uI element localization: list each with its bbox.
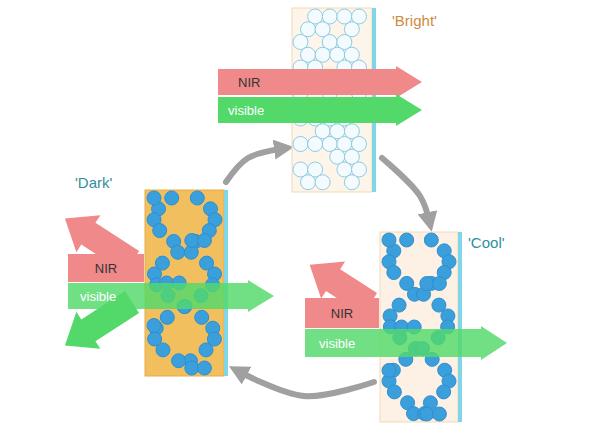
nanocrystal: [293, 137, 308, 152]
nanocrystal: [315, 175, 330, 190]
film-panel: 'Cool': [380, 232, 462, 422]
light-arrow: NIR: [305, 298, 379, 328]
nanocrystal: [153, 224, 167, 238]
light-arrow: NIR: [68, 254, 144, 282]
node-shape: [380, 232, 462, 422]
nanocrystal: [156, 343, 170, 357]
nanocrystal: [147, 191, 161, 205]
band-label: NIR: [95, 261, 117, 276]
nanocrystal: [382, 233, 396, 247]
state-label: 'Dark': [75, 174, 112, 191]
light-arrow: visible: [68, 280, 274, 312]
nanocrystal: [432, 407, 446, 421]
nanocrystal: [437, 385, 451, 399]
arrow-shape: [218, 94, 422, 126]
nanocrystal: [432, 277, 446, 291]
nanocrystal: [190, 191, 204, 205]
arrow-shape: [218, 66, 422, 98]
state-label: 'Bright': [392, 12, 437, 29]
arrow-shape: [305, 298, 379, 328]
cycle-arrow: [226, 148, 286, 182]
nanocrystal: [185, 361, 199, 375]
nanocrystal: [197, 234, 211, 248]
cycle-arrow: [236, 370, 374, 396]
nanocrystal: [185, 234, 199, 248]
band-label: NIR: [238, 75, 260, 90]
substrate-line: [458, 232, 462, 422]
arrow-shape: [68, 280, 274, 312]
nanocrystal: [424, 233, 438, 247]
nanocrystal: [387, 385, 401, 399]
nanocrystal: [199, 343, 213, 357]
arrow-shape: [305, 326, 507, 360]
nanocrystal: [172, 354, 186, 368]
light-arrow: visible: [218, 94, 422, 126]
band-label: visible: [319, 336, 355, 351]
nanocrystal: [147, 319, 161, 333]
nanocrystal: [308, 137, 323, 152]
nanocrystal: [420, 407, 434, 421]
nanocrystal: [195, 310, 209, 324]
nanocrystal: [171, 245, 185, 259]
nanocrystal: [344, 175, 359, 190]
film-ground: [380, 232, 458, 422]
nanocrystal: [165, 191, 179, 205]
nanocrystal: [160, 310, 174, 324]
arrow-shape: [68, 254, 144, 282]
band-label: visible: [228, 103, 264, 118]
band-label: visible: [80, 289, 116, 304]
light-arrow: NIR: [218, 66, 422, 98]
light-arrow: visible: [305, 326, 507, 360]
band-label: NIR: [331, 306, 353, 321]
cycle-arrow: [382, 158, 430, 224]
nanocrystal: [400, 233, 414, 247]
nanocrystal: [197, 361, 211, 375]
nanocrystals: [382, 233, 456, 421]
state-label: 'Cool': [468, 234, 505, 251]
nanocrystal: [420, 277, 434, 291]
nanocrystal: [301, 175, 316, 190]
nanocrystal: [387, 266, 401, 280]
nanocrystal: [382, 364, 396, 378]
